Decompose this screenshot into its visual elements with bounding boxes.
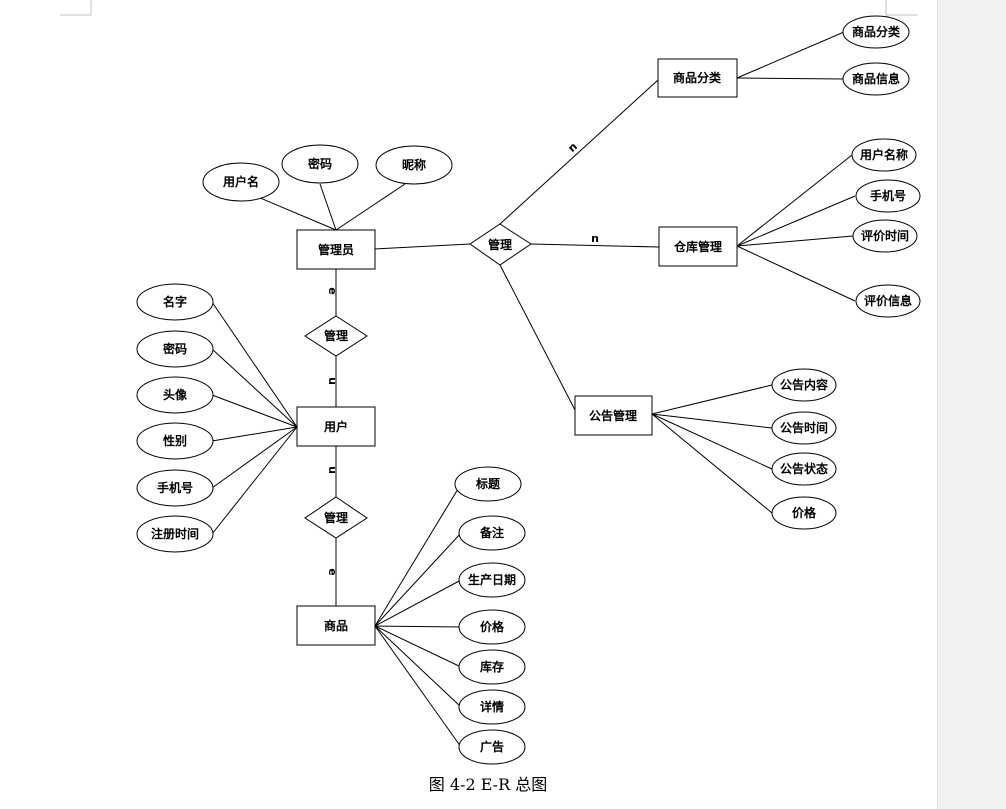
svg-text:管理: 管理 (324, 328, 348, 343)
attribute-product-title: 标题 (454, 466, 522, 502)
attribute-user-register-time: 注册时间 (136, 515, 214, 553)
attribute-warehouse-phone: 手机号 (855, 179, 921, 213)
attribute-admin-password: 密码 (281, 144, 359, 184)
svg-text:价格: 价格 (480, 619, 505, 634)
attribute-user-phone: 手机号 (136, 469, 214, 507)
attribute-notice-content: 公告内容 (771, 368, 837, 402)
cardinality-admin-user-top: e (326, 287, 339, 294)
attribute-product-advertisement: 广告 (458, 729, 526, 765)
svg-text:评价时间: 评价时间 (861, 228, 909, 243)
attribute-user-gender: 性别 (136, 422, 214, 460)
svg-text:用户: 用户 (323, 419, 348, 434)
cardinality-center-warehouse: n (591, 232, 599, 245)
attribute-warehouse-user-name: 用户名称 (851, 138, 917, 172)
attribute-product-production-date: 生产日期 (458, 562, 526, 598)
entity-admin: 管理员 (296, 229, 376, 270)
entity-user: 用户 (296, 406, 376, 447)
svg-text:密码: 密码 (308, 156, 332, 171)
attribute-product-price: 价格 (458, 609, 526, 645)
relationship-admin-center: 管理 (469, 223, 532, 266)
entity-notice: 公告管理 (574, 395, 653, 436)
svg-text:商品分类: 商品分类 (852, 24, 901, 39)
svg-text:公告内容: 公告内容 (780, 377, 828, 392)
svg-text:广告: 广告 (480, 739, 504, 754)
attribute-product-stock: 库存 (458, 649, 526, 685)
attribute-product-details: 详情 (458, 689, 526, 725)
attribute-warehouse-review-time: 评价时间 (852, 219, 918, 253)
svg-text:管理: 管理 (488, 237, 512, 252)
svg-text:密码: 密码 (163, 341, 187, 356)
cardinality-user-product-top: u (326, 466, 339, 474)
document-scrollbar-gutter (937, 0, 1006, 809)
page-corner-mark-top-left (60, 0, 92, 16)
attribute-notice-price: 价格 (771, 496, 837, 530)
svg-text:仓库管理: 仓库管理 (673, 239, 722, 254)
relationship-admin-user: 管理 (304, 315, 368, 357)
cardinality-user-product-bottom: e (326, 568, 339, 575)
svg-text:公告管理: 公告管理 (589, 408, 637, 423)
svg-text:手机号: 手机号 (157, 480, 193, 495)
svg-text:生产日期: 生产日期 (468, 572, 516, 587)
attribute-admin-username: 用户名 (202, 162, 280, 202)
entity-product: 商品 (296, 605, 376, 646)
svg-text:价格: 价格 (792, 505, 817, 520)
svg-text:商品: 商品 (324, 618, 348, 633)
svg-text:手机号: 手机号 (870, 188, 906, 203)
attribute-user-avatar: 头像 (136, 376, 214, 414)
svg-text:库存: 库存 (480, 659, 504, 674)
svg-text:公告状态: 公告状态 (780, 461, 828, 476)
svg-text:管理: 管理 (324, 510, 348, 525)
svg-text:商品信息: 商品信息 (852, 71, 900, 86)
attribute-admin-nickname: 昵称 (375, 145, 453, 185)
attribute-category-name: 商品分类 (842, 15, 910, 49)
attribute-user-password: 密码 (136, 330, 214, 368)
svg-text:管理员: 管理员 (318, 242, 354, 257)
attribute-product-remark: 备注 (458, 515, 526, 551)
svg-text:昵称: 昵称 (402, 157, 426, 172)
entity-warehouse: 仓库管理 (658, 226, 738, 267)
attribute-category-info: 商品信息 (842, 62, 910, 96)
relationship-user-product: 管理 (304, 496, 368, 539)
svg-text:注册时间: 注册时间 (151, 526, 199, 541)
svg-text:备注: 备注 (479, 525, 504, 540)
svg-text:标题: 标题 (475, 476, 501, 491)
svg-text:用户名: 用户名 (222, 174, 259, 189)
svg-text:用户名称: 用户名称 (859, 147, 908, 162)
svg-text:性别: 性别 (162, 433, 187, 448)
attribute-user-name: 名字 (136, 283, 214, 321)
svg-text:商品分类: 商品分类 (673, 70, 722, 85)
entity-category: 商品分类 (657, 58, 738, 98)
svg-text:详情: 详情 (480, 699, 504, 714)
svg-text:名字: 名字 (163, 294, 187, 309)
attribute-notice-time: 公告时间 (771, 411, 837, 445)
page-corner-mark-top-right (885, 0, 918, 16)
attribute-notice-status: 公告状态 (771, 452, 837, 486)
cardinality-admin-user-bottom: u (326, 377, 339, 385)
er-diagram: 管理员 用户 商品 商品分类 仓库管理 公告管理 管理 管理 (136, 15, 921, 765)
attribute-warehouse-review-info: 评价信息 (855, 284, 921, 318)
figure-caption: 图 4-2 E-R 总图 (428, 775, 548, 794)
svg-text:评价信息: 评价信息 (864, 293, 912, 308)
svg-text:头像: 头像 (163, 387, 188, 402)
svg-text:公告时间: 公告时间 (780, 420, 828, 435)
